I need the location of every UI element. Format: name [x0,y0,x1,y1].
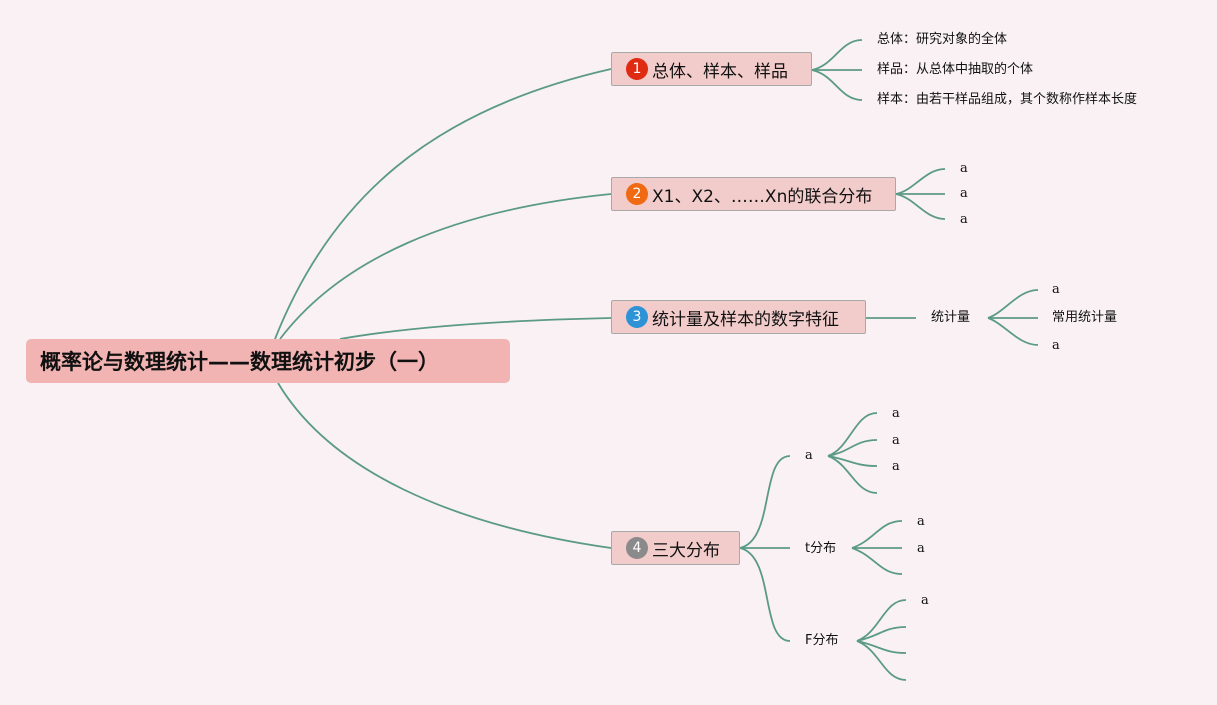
topic-2-subtopic-1[interactable]: a [960,161,968,176]
topic-1-label: 总体、样本、样品 [652,61,788,82]
topic-4-subtopic-2[interactable]: t分布 [805,541,837,556]
link-root-topic-2 [279,193,612,340]
topic-1[interactable]: 1 总体、样本、样品 [611,52,812,86]
topic-4-subtopic-2-item-1[interactable]: a [917,514,925,529]
topic-4-subtopic-1[interactable]: a [805,448,813,463]
link-t4-c1-g4 [827,455,878,494]
topic-2[interactable]: 2 X1、X2、……Xn的联合分布 [611,177,896,211]
topic-3-subtopic-1-item-1[interactable]: a [1052,282,1060,297]
link-t4-c3-g1 [856,599,907,642]
link-t4-c3-g3 [856,640,907,654]
topic-4[interactable]: 4 三大分布 [611,531,740,565]
topic-4-subtopic-1-item-3[interactable]: a [892,459,900,474]
link-t4-c1-g2 [827,439,878,457]
topic-4-subtopic-3[interactable]: F分布 [805,633,839,648]
link-root-topic-1 [274,68,612,340]
topic-2-subtopic-2[interactable]: a [960,186,968,201]
topic-3-subtopic-1[interactable]: 统计量 [931,310,971,325]
link-t4-c1-g1 [827,412,878,457]
priority-4-icon: 4 [626,537,648,559]
link-t4-c3-g2 [856,626,907,642]
topic-1-subtopic-3[interactable]: 样本：由若干样品组成，其个数称作样本长度 [877,92,1138,107]
topic-2-label: X1、X2、……Xn的联合分布 [652,186,873,207]
link-t1-c1 [811,39,863,71]
link-t4-c3-g4 [856,640,907,681]
topic-3-label: 统计量及样本的数字特征 [652,309,839,330]
topic-3-subtopic-1-item-3[interactable]: a [1052,338,1060,353]
central-topic[interactable]: 概率论与数理统计——数理统计初步（一） [26,339,510,383]
topic-4-label: 三大分布 [652,540,720,561]
link-t4-c1-g3 [827,455,878,467]
central-topic-label: 概率论与数理统计——数理统计初步（一） [40,350,439,374]
link-t4-c1 [739,455,791,549]
topic-3[interactable]: 3 统计量及样本的数字特征 [611,300,866,334]
topic-4-subtopic-1-item-1[interactable]: a [892,406,900,421]
link-t3-c1-g3 [987,317,1039,346]
topic-4-subtopic-3-item-1[interactable]: a [921,593,929,608]
link-t2-c3 [895,193,946,220]
link-root-topic-3 [339,317,612,340]
link-t3-c1-g1 [987,289,1039,319]
topic-3-subtopic-1-item-2[interactable]: 常用统计量 [1052,310,1118,325]
topic-1-subtopic-2[interactable]: 样品：从总体中抽取的个体 [877,62,1034,77]
topic-1-subtopic-1[interactable]: 总体：研究对象的全体 [877,32,1008,47]
topic-2-subtopic-3[interactable]: a [960,212,968,227]
priority-1-icon: 1 [626,58,648,80]
priority-3-icon: 3 [626,306,648,328]
priority-2-icon: 2 [626,183,648,205]
link-t4-c2-g1 [851,520,903,549]
link-t2-c1 [895,168,946,195]
link-root-topic-4 [277,382,612,549]
link-t4-c3 [739,547,791,642]
link-t1-c3 [811,69,863,101]
link-t4-c2-g3 [851,547,903,575]
topic-4-subtopic-1-item-2[interactable]: a [892,433,900,448]
topic-4-subtopic-2-item-2[interactable]: a [917,541,925,556]
